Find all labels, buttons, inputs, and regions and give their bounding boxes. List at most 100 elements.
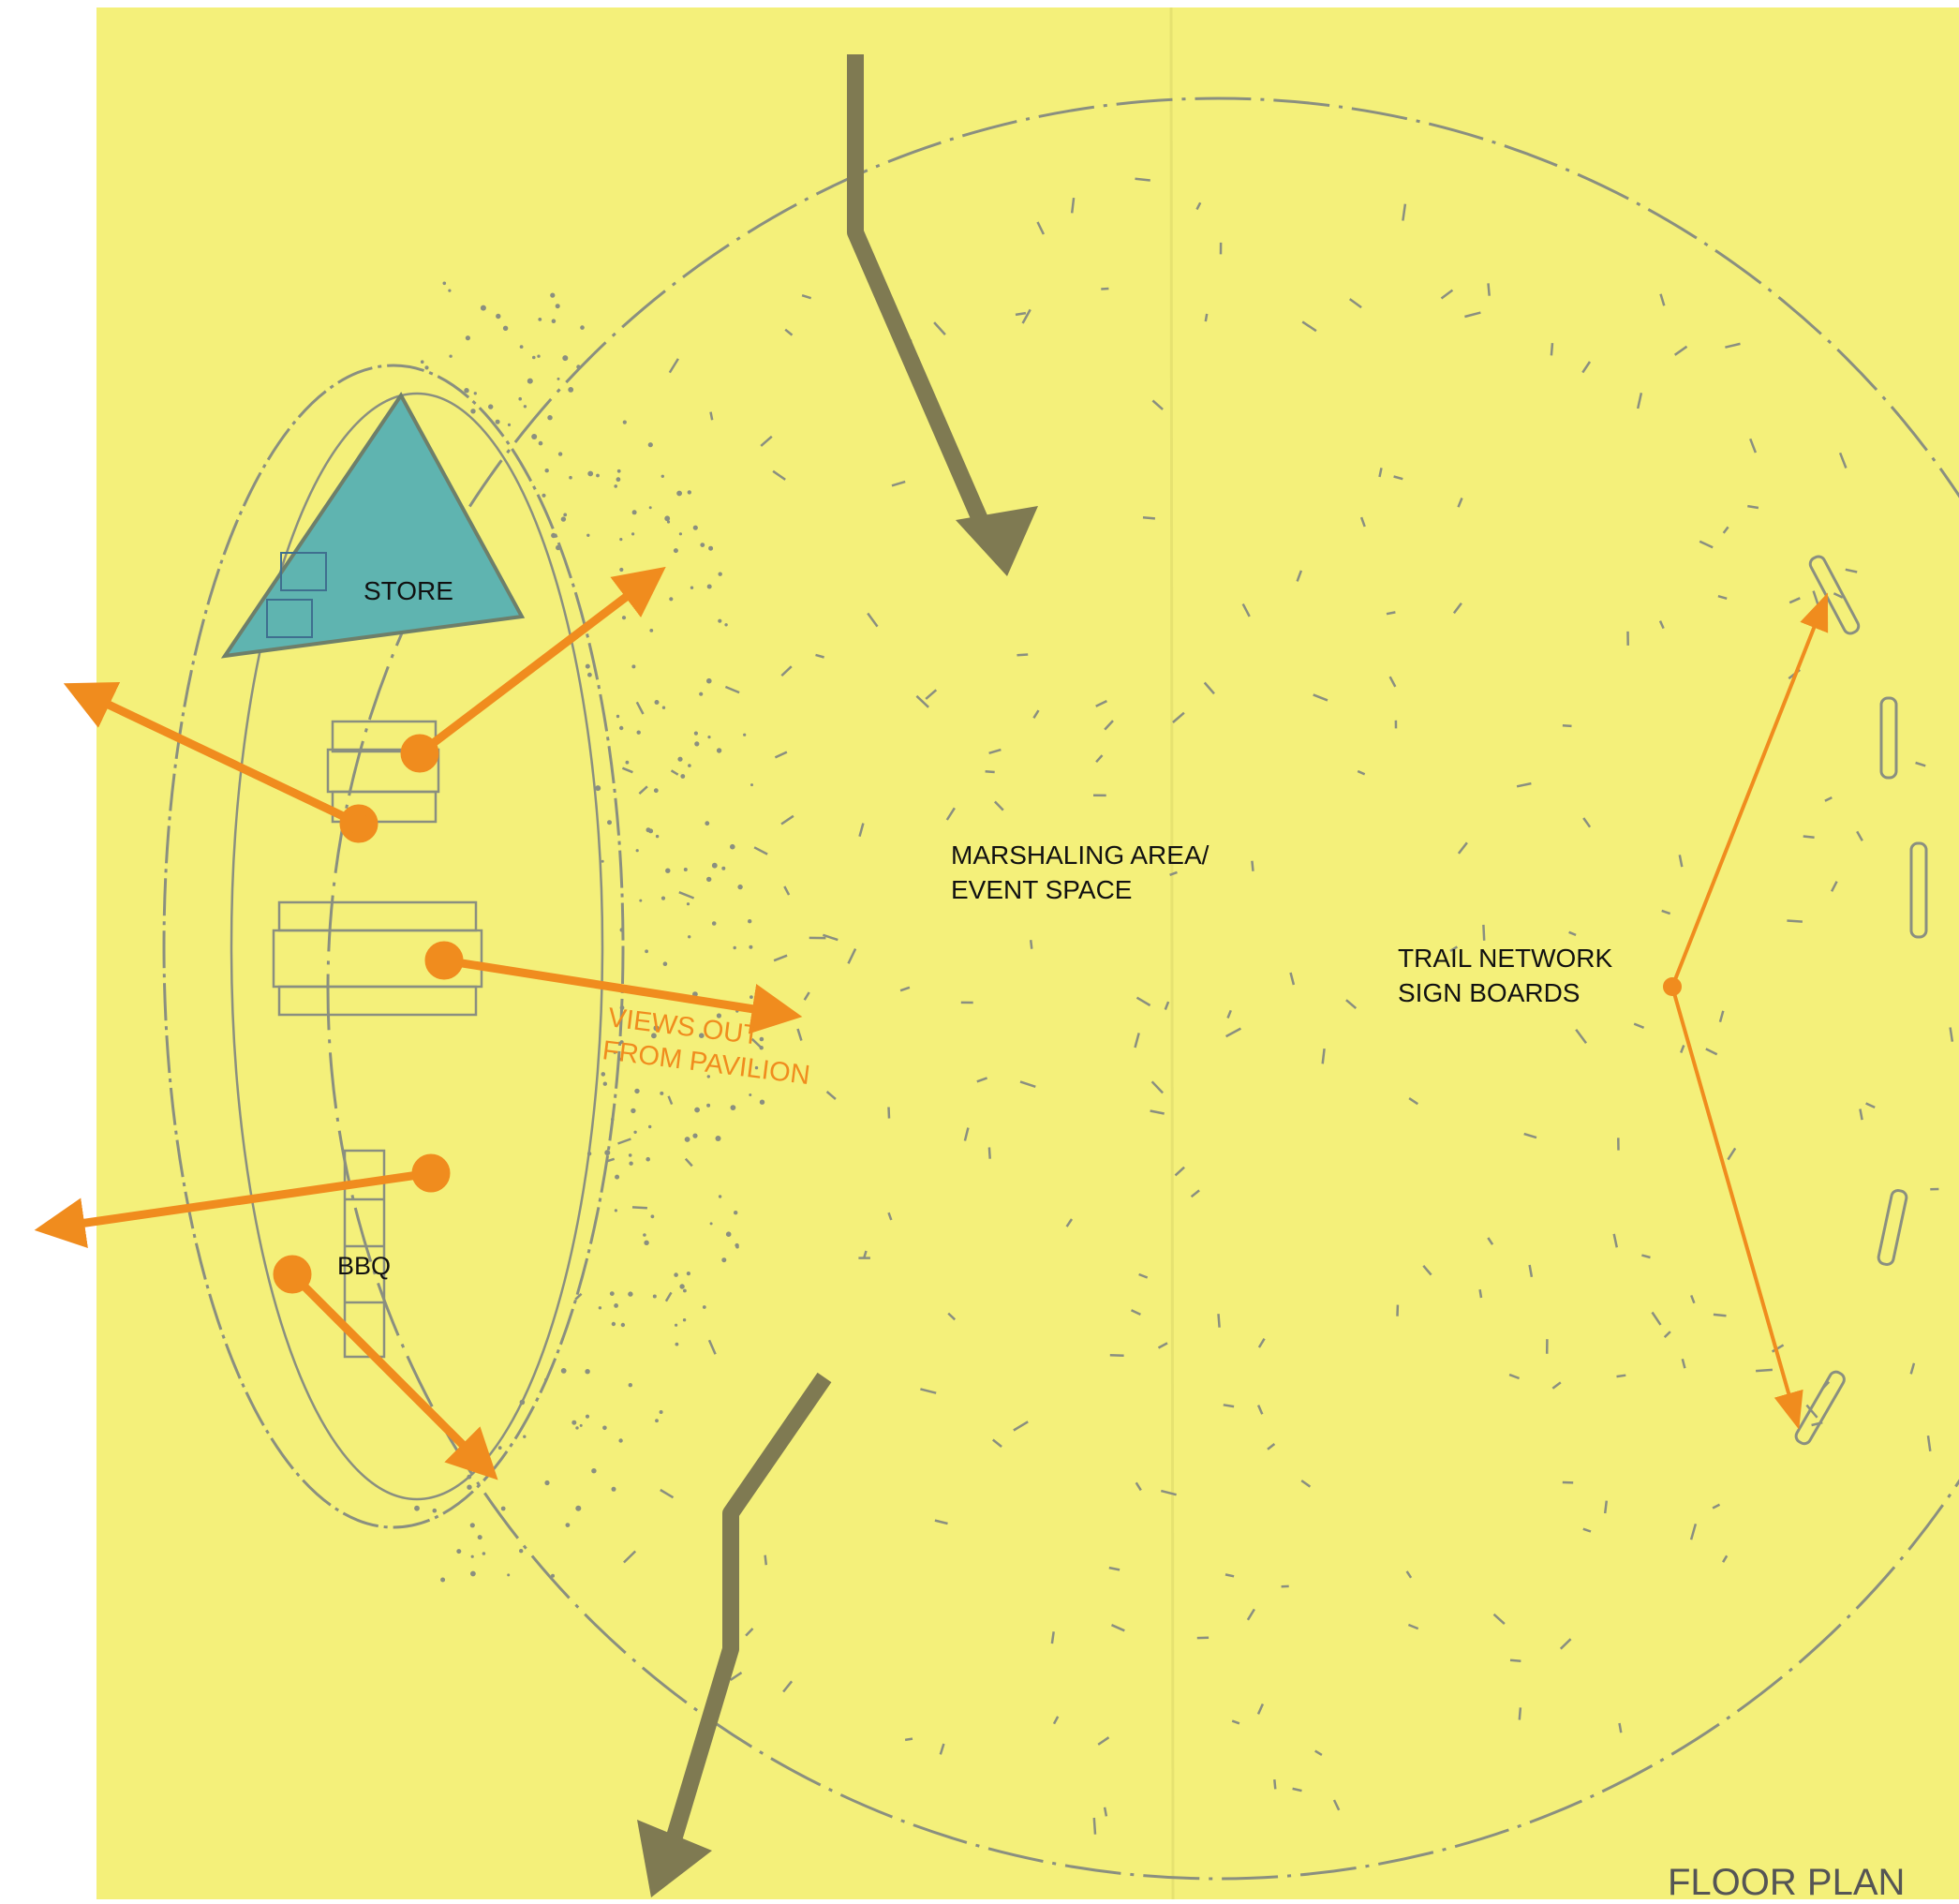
paving-dot (674, 1272, 678, 1277)
paving-dot (726, 1231, 732, 1237)
paving-dot (616, 715, 619, 718)
paving-dot (760, 1100, 764, 1105)
paving-dot (653, 1295, 657, 1299)
paving-dot (612, 1487, 616, 1492)
paving-dot (694, 732, 698, 736)
grass-tick (1803, 837, 1815, 838)
paving-dot (734, 946, 736, 949)
paving-dot (649, 629, 653, 632)
grass-tick (1143, 517, 1155, 518)
grass-tick (1480, 1289, 1481, 1298)
paving-dot (675, 1343, 679, 1346)
grass-tick (1756, 1370, 1773, 1371)
paving-dot (644, 1241, 648, 1245)
paving-dot (655, 1419, 659, 1422)
grass-tick (1483, 925, 1484, 941)
paving-dot (748, 919, 751, 923)
paving-dot (710, 1222, 713, 1225)
paving-dot (551, 533, 556, 538)
paving-dot (699, 692, 703, 696)
paving-dot (676, 491, 682, 497)
paving-dot (717, 748, 721, 752)
marshaling-label-line2: EVENT SPACE (951, 875, 1132, 904)
paving-dot (665, 869, 670, 873)
paving-dot (587, 471, 593, 477)
grass-tick (632, 1207, 647, 1208)
paving-dot (556, 304, 560, 308)
grass-tick (711, 412, 713, 421)
paving-dot (632, 510, 637, 514)
marshaling-label-line1: MARSHALING AREA/ (951, 840, 1210, 870)
paving-dot (551, 1574, 555, 1578)
paving-dot (735, 1243, 738, 1247)
paving-dot (474, 392, 477, 394)
paving-dot (661, 475, 664, 478)
paving-dot (675, 1324, 677, 1327)
paving-dot (503, 326, 508, 331)
grass-tick (1387, 612, 1395, 614)
paving-dot (527, 379, 533, 384)
paving-dot (760, 1046, 764, 1049)
paving-dot (539, 441, 543, 446)
paving-dot (705, 821, 709, 826)
paving-dot (595, 785, 601, 791)
paving-dot (654, 788, 659, 793)
paving-dot (614, 1303, 618, 1308)
paving-dot (669, 597, 673, 601)
paving-dot (545, 469, 549, 472)
paving-dot (719, 573, 722, 576)
paving-dot (467, 1475, 471, 1480)
paving-dot (601, 860, 604, 863)
grass-tick (1489, 283, 1490, 295)
grass-tick (1563, 725, 1572, 726)
paving-dot (552, 319, 557, 323)
paving-dot (749, 945, 752, 949)
grass-tick (1206, 314, 1207, 321)
paving-dot (542, 494, 545, 498)
paving-dot (621, 1323, 625, 1327)
paving-dot (440, 1578, 445, 1583)
paving-dot (587, 1152, 591, 1155)
paving-dot (611, 1118, 615, 1122)
paving-dot (712, 921, 717, 926)
paving-dot (716, 1136, 721, 1141)
grass-tick (1274, 1779, 1275, 1789)
paving-dot (562, 355, 568, 361)
paving-dot (648, 828, 653, 833)
paving-dot (566, 1523, 571, 1527)
paving-dot (684, 868, 688, 871)
view-origin-dot (416, 1158, 446, 1188)
paving-dot (561, 516, 566, 521)
paving-dot (456, 1549, 461, 1554)
grass-tick (1017, 655, 1029, 656)
paving-dot (655, 700, 660, 705)
paving-dot (677, 757, 682, 762)
paving-dot (629, 1383, 632, 1387)
paving-dot (618, 1438, 622, 1442)
paving-dot (693, 526, 698, 530)
paving-dot (619, 538, 622, 541)
paving-dot (466, 335, 470, 340)
grass-tick (1620, 1723, 1622, 1733)
paving-dot (760, 1037, 764, 1042)
paving-dot (501, 1507, 506, 1511)
paving-dot (633, 1131, 636, 1134)
paving-dot (703, 1305, 706, 1309)
paving-dot (643, 1233, 646, 1237)
paving-dot (580, 325, 585, 330)
paving-dot (537, 355, 540, 358)
paving-dot (683, 1289, 687, 1293)
paving-dot (626, 761, 630, 765)
paving-dot (470, 1523, 475, 1527)
paving-dot (602, 1426, 607, 1431)
paving-dot (603, 1082, 607, 1086)
paving-dot (604, 1150, 610, 1155)
paving-dot (508, 424, 511, 426)
paving-dot (556, 545, 560, 550)
paving-dot (706, 877, 711, 882)
paving-dot (617, 469, 621, 473)
paving-dot (544, 1378, 547, 1381)
paving-dot (524, 405, 527, 408)
paving-dot (680, 774, 685, 779)
view-origin-dot (405, 738, 435, 768)
